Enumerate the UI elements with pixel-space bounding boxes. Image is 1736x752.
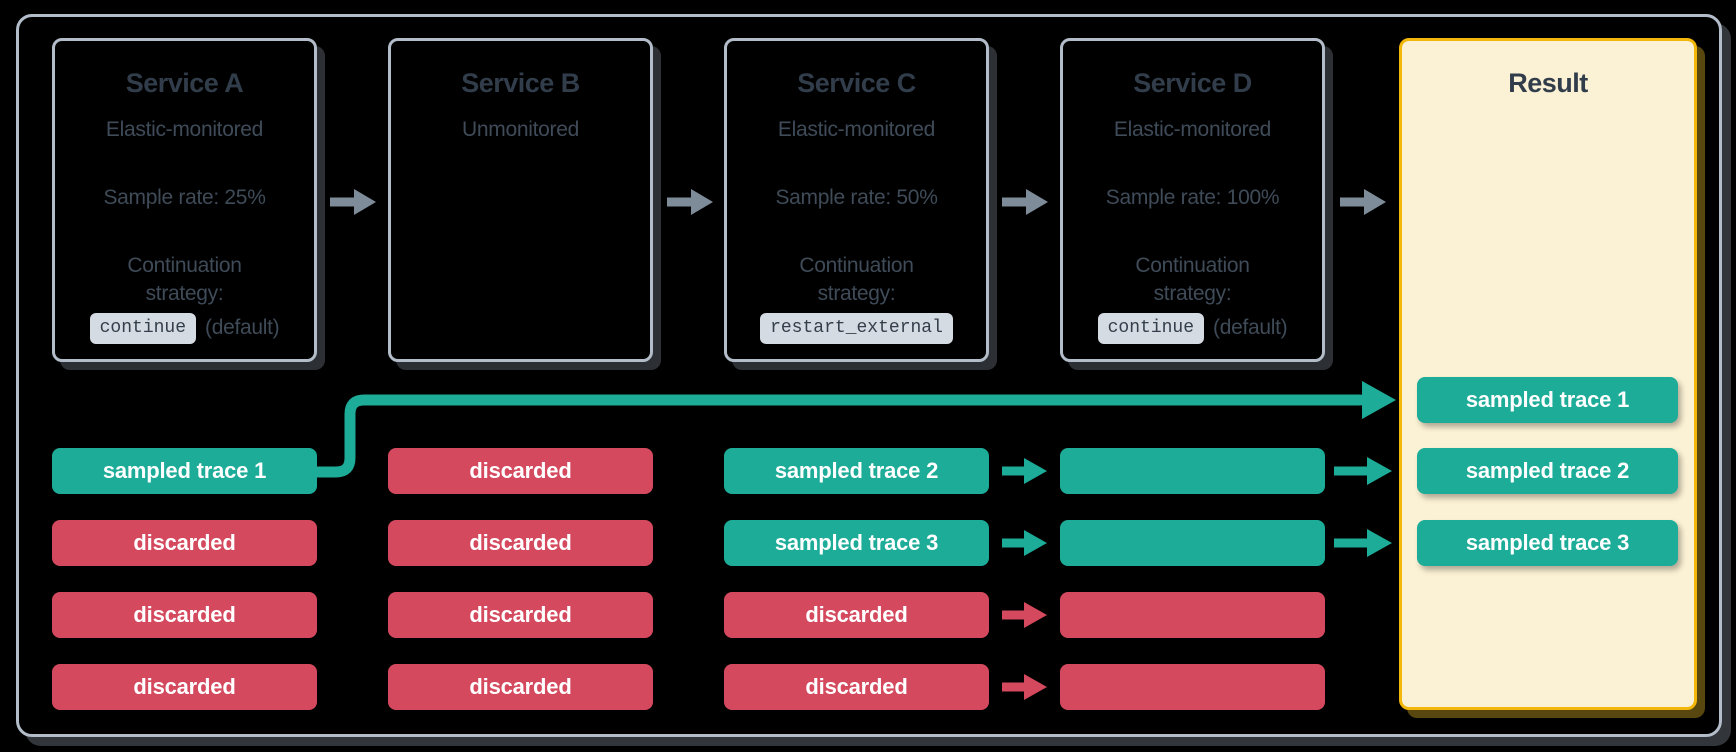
service-a-strategy-row: continue (default) xyxy=(55,309,314,347)
result-box: Result xyxy=(1399,38,1697,710)
result-trace-sampled-3: sampled trace 3 xyxy=(1417,520,1678,566)
trace-d-sampled-unlabeled-1 xyxy=(1060,448,1325,494)
service-a-continuation-line1: Continuation xyxy=(127,254,242,277)
trace-c-discarded-1: discarded xyxy=(724,592,989,638)
service-c-subtitle: Elastic-monitored xyxy=(777,118,936,141)
service-b-box: Service B Unmonitored xyxy=(388,38,653,362)
trace-c-discarded-2: discarded xyxy=(724,664,989,710)
result-title: Result xyxy=(1508,68,1588,98)
service-d-title: Service D xyxy=(1133,68,1252,98)
trace-a-discarded-2: discarded xyxy=(52,592,317,638)
trace-a-discarded-1: discarded xyxy=(52,520,317,566)
service-a-strategy-code-badge: continue xyxy=(89,312,197,344)
service-c-title: Service C xyxy=(797,68,916,98)
trace-d-sampled-unlabeled-2 xyxy=(1060,520,1325,566)
trace-b-discarded-4: discarded xyxy=(388,664,653,710)
service-b-title: Service B xyxy=(461,68,580,98)
service-d-continuation-line2: strategy: xyxy=(1153,282,1232,305)
service-a-title: Service A xyxy=(125,68,244,98)
trace-c-sampled-2: sampled trace 2 xyxy=(724,448,989,494)
service-a-subtitle: Elastic-monitored xyxy=(105,118,264,141)
service-c-continuation-line2: strategy: xyxy=(817,282,896,305)
service-d-strategy-default-note: (default) xyxy=(1213,316,1288,339)
trace-d-discarded-unlabeled-2 xyxy=(1060,664,1325,710)
service-a-box: Service A Elastic-monitored Sample rate:… xyxy=(52,38,317,362)
service-d-box: Service D Elastic-monitored Sample rate:… xyxy=(1060,38,1325,362)
service-a-sample-rate: Sample rate: 25% xyxy=(103,186,266,209)
trace-b-discarded-3: discarded xyxy=(388,592,653,638)
result-trace-sampled-2: sampled trace 2 xyxy=(1417,448,1678,494)
service-c-sample-rate: Sample rate: 50% xyxy=(775,186,938,209)
trace-d-discarded-unlabeled-1 xyxy=(1060,592,1325,638)
trace-a-discarded-3: discarded xyxy=(52,664,317,710)
trace-b-discarded-1: discarded xyxy=(388,448,653,494)
pipeline-container xyxy=(16,14,1722,737)
service-a-continuation-line2: strategy: xyxy=(145,282,224,305)
service-d-sample-rate: Sample rate: 100% xyxy=(1105,186,1280,209)
result-trace-sampled-1: sampled trace 1 xyxy=(1417,377,1678,423)
service-d-strategy-row: continue (default) xyxy=(1063,309,1322,347)
trace-c-sampled-3: sampled trace 3 xyxy=(724,520,989,566)
service-c-strategy-row: restart_external xyxy=(727,309,986,347)
service-c-strategy-code-badge: restart_external xyxy=(760,312,953,344)
trace-a-sampled-1: sampled trace 1 xyxy=(52,448,317,494)
service-c-box: Service C Elastic-monitored Sample rate:… xyxy=(724,38,989,362)
service-b-subtitle: Unmonitored xyxy=(462,118,579,141)
service-c-continuation-line1: Continuation xyxy=(799,254,914,277)
service-a-strategy-default-note: (default) xyxy=(205,316,280,339)
service-d-subtitle: Elastic-monitored xyxy=(1113,118,1272,141)
service-d-strategy-code-badge: continue xyxy=(1097,312,1205,344)
trace-b-discarded-2: discarded xyxy=(388,520,653,566)
service-d-continuation-line1: Continuation xyxy=(1135,254,1250,277)
